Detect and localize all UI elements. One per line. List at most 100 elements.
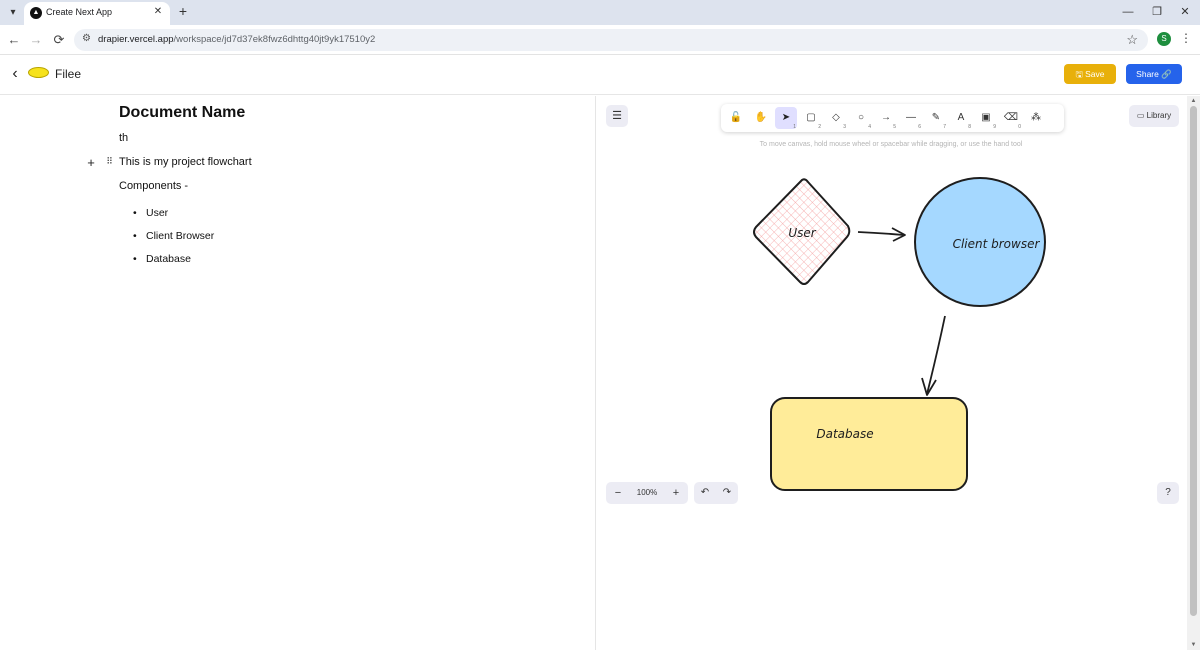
save-icon: 🖫 <box>1075 69 1086 79</box>
hand-icon: ✋ <box>754 112 768 123</box>
main-menu-icon[interactable]: ☰ <box>606 105 628 127</box>
profile-avatar[interactable]: S <box>1157 32 1171 46</box>
file-emoji-icon[interactable] <box>28 67 49 78</box>
back-icon[interactable]: ← <box>7 32 21 47</box>
paragraph[interactable]: th <box>119 132 129 144</box>
tool-shortcut-key: 4 <box>868 124 871 130</box>
split-divider[interactable] <box>595 96 596 650</box>
tool-shortcut-key: 5 <box>893 124 896 130</box>
zoom-level[interactable]: 100% <box>636 488 658 497</box>
undo-icon[interactable]: ↶ <box>700 487 710 498</box>
text-icon: A <box>957 112 965 123</box>
selection-tool[interactable]: ➤1 <box>775 107 797 130</box>
share-label: Share <box>1136 69 1159 79</box>
tool-shortcut-key: 9 <box>993 124 996 130</box>
url-bar[interactable]: ⚙ drapier.vercel.app/workspace/jd7d37ek8… <box>74 29 1148 51</box>
eraser-icon: ⌫ <box>1003 112 1019 123</box>
list-item[interactable]: User <box>133 206 214 229</box>
save-label: Save <box>1085 69 1105 79</box>
tool-shortcut-key: 3 <box>843 124 846 130</box>
user-shape-label: User <box>788 226 816 240</box>
pencil-icon: ✎ <box>931 112 941 123</box>
page-scrollbar[interactable]: ▲ ▼ <box>1187 96 1200 650</box>
url-host: drapier.vercel.app <box>98 34 174 45</box>
rectangle-icon: ▢ <box>806 112 816 123</box>
bullet-list: User Client Browser Database <box>133 206 214 275</box>
help-icon[interactable]: ? <box>1157 482 1179 504</box>
library-label: Library <box>1146 111 1172 120</box>
zoom-out-icon[interactable]: − <box>614 487 622 499</box>
tool-shortcut-key: 2 <box>818 124 821 130</box>
tab-close-icon[interactable]: ✕ <box>153 6 163 17</box>
database-rectangle-shape[interactable]: Database <box>770 397 968 491</box>
zoom-controls: − 100% + <box>606 482 688 504</box>
browser-menu-icon[interactable]: ⋮ <box>1180 31 1192 45</box>
ellipse-icon: ○ <box>857 112 865 123</box>
user-diamond-shape[interactable]: User <box>753 178 851 285</box>
user-to-browser-arrow[interactable] <box>857 227 906 242</box>
bookmark-star-icon[interactable]: ☆ <box>1126 32 1138 47</box>
save-button[interactable]: 🖫 Save <box>1064 64 1116 84</box>
client-browser-ellipse-shape[interactable]: Client browser <box>914 177 1046 307</box>
scroll-down-icon[interactable]: ▼ <box>1190 642 1197 648</box>
list-item[interactable]: Client Browser <box>133 229 214 252</box>
file-name[interactable]: Filee <box>55 67 82 81</box>
browser-to-database-arrow[interactable] <box>921 315 946 396</box>
zoom-in-icon[interactable]: + <box>672 487 680 499</box>
forward-icon[interactable]: → <box>29 32 43 47</box>
rectangle-tool[interactable]: ▢2 <box>800 107 822 130</box>
image-tool[interactable]: ▣9 <box>975 107 997 130</box>
lock-tool[interactable]: 🔓 <box>725 107 747 129</box>
whiteboard-canvas[interactable]: User Client browser Database ☰ 🔓✋➤1▢2◇3○… <box>596 96 1186 650</box>
paragraph[interactable]: Components - <box>119 180 189 192</box>
line-tool[interactable]: —6 <box>900 107 922 130</box>
redo-icon[interactable]: ↷ <box>722 487 732 498</box>
drawing-layer: User Client browser Database <box>753 177 1046 491</box>
window-close-icon[interactable]: ✕ <box>1180 6 1190 18</box>
drag-handle-icon[interactable]: ⠿ <box>106 156 113 166</box>
back-chevron-icon[interactable]: ‹ <box>12 65 18 82</box>
new-tab-icon[interactable]: + <box>178 3 188 19</box>
eraser-tool[interactable]: ⌫0 <box>1000 107 1022 130</box>
document-title[interactable]: Document Name <box>119 104 246 121</box>
list-item[interactable]: Database <box>133 252 214 275</box>
reload-icon[interactable]: ⟳ <box>53 32 65 47</box>
browser-tab-bar: ▾ ▲ Create Next App ✕ + — ❐ ✕ <box>0 0 1200 25</box>
undo-redo-controls: ↶ ↷ <box>694 482 738 504</box>
tool-shortcut-key: 6 <box>918 124 921 130</box>
extra-tools[interactable]: ⁂ <box>1025 107 1047 129</box>
diamond-icon: ◇ <box>832 112 840 123</box>
tool-shortcut-key: 0 <box>1018 124 1021 130</box>
scroll-thumb[interactable] <box>1190 106 1197 616</box>
scroll-up-icon[interactable]: ▲ <box>1190 98 1197 104</box>
tool-shortcut-key: 8 <box>968 124 971 130</box>
app-header: ‹ Filee 🖫 Save Share 🔗 <box>0 55 1200 95</box>
minimize-icon[interactable]: — <box>1122 6 1134 18</box>
hand-tool[interactable]: ✋ <box>750 107 772 129</box>
tool-shortcut-key: 7 <box>943 124 946 130</box>
lock-icon: 🔓 <box>729 112 743 123</box>
browser-tab[interactable]: ▲ Create Next App ✕ <box>24 2 170 25</box>
site-settings-icon[interactable]: ⚙ <box>82 33 91 44</box>
pointer-icon: ➤ <box>781 112 791 123</box>
image-icon: ▣ <box>981 112 991 123</box>
tab-search-icon[interactable]: ▾ <box>10 7 16 18</box>
restore-icon[interactable]: ❐ <box>1152 6 1162 18</box>
book-icon: ▭ <box>1136 111 1147 120</box>
tool-shortcut-key: 1 <box>793 124 796 130</box>
ellipse-tool[interactable]: ○4 <box>850 107 872 130</box>
arrow-tool[interactable]: →5 <box>875 107 897 130</box>
tab-title: Create Next App <box>46 7 113 17</box>
share-button[interactable]: Share 🔗 <box>1126 64 1182 84</box>
draw-tool[interactable]: ✎7 <box>925 107 947 130</box>
shapes-icon: ⁂ <box>1031 112 1041 123</box>
diamond-tool[interactable]: ◇3 <box>825 107 847 130</box>
library-button[interactable]: ▭ Library <box>1129 105 1179 127</box>
paragraph[interactable]: This is my project flowchart <box>119 156 252 168</box>
link-icon: 🔗 <box>1158 69 1172 79</box>
document-editor[interactable]: Document Name th + ⠿ This is my project … <box>0 96 595 650</box>
url-text[interactable]: drapier.vercel.app/workspace/jd7d37ek8fw… <box>98 34 375 45</box>
add-block-icon[interactable]: + <box>87 155 95 170</box>
